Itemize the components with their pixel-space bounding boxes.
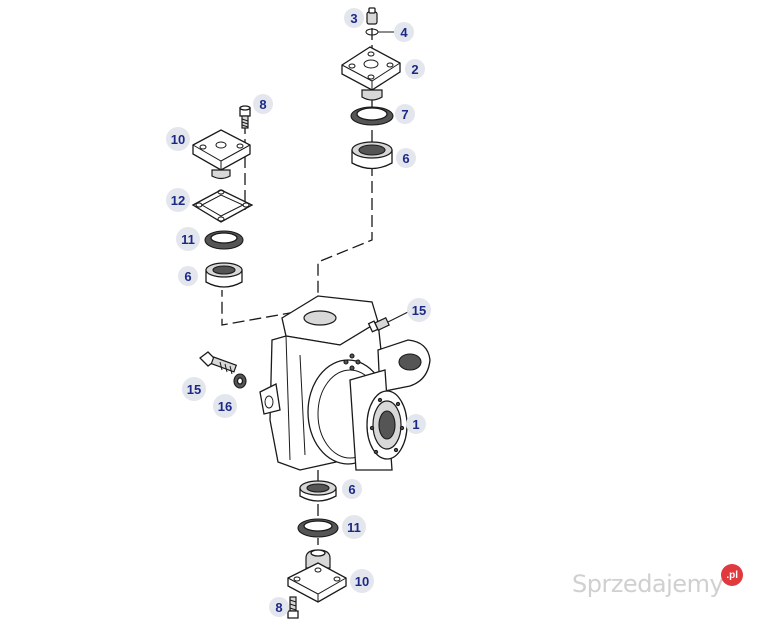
callout-6-top: 6 <box>396 148 416 168</box>
callout-7: 7 <box>395 104 415 124</box>
part-6-bearing-top <box>351 141 393 170</box>
part-10-cover-upper <box>192 129 251 180</box>
callout-8-upper: 8 <box>253 94 273 114</box>
part-10-cover-bottom <box>287 549 347 603</box>
svg-text:12: 12 <box>171 193 185 208</box>
callout-10-bottom: 10 <box>350 569 374 593</box>
part-8-bolt-bottom <box>287 596 299 619</box>
callout-15-left: 15 <box>182 377 206 401</box>
callout-leader-lines <box>378 31 409 323</box>
callout-11-upper: 11 <box>176 227 200 251</box>
svg-text:11: 11 <box>181 232 195 247</box>
callout-4: 4 <box>394 22 414 42</box>
part-11-seal-upper <box>204 230 244 250</box>
part-1-steering-knuckle <box>259 295 431 471</box>
watermark-badge: .pl <box>721 564 744 586</box>
part-16-washer <box>233 373 247 389</box>
callout-10-upper: 10 <box>166 127 190 151</box>
callout-8-bottom: 8 <box>269 597 289 617</box>
svg-text:4: 4 <box>400 25 408 40</box>
callout-2: 2 <box>405 59 425 79</box>
svg-text:11: 11 <box>347 520 361 535</box>
svg-text:8: 8 <box>259 97 266 112</box>
part-12-gasket <box>191 189 254 223</box>
watermark-logo: Sprzedajemy .pl <box>572 564 744 598</box>
svg-text:3: 3 <box>350 11 357 26</box>
part-11-seal-bottom <box>297 518 339 538</box>
svg-text:10: 10 <box>355 574 369 589</box>
svg-text:15: 15 <box>187 382 201 397</box>
part-7-seal <box>350 106 394 126</box>
part-3-grease-nipple <box>366 7 378 25</box>
part-15-bolt-left <box>199 351 238 375</box>
part-6-bearing-left <box>205 262 243 288</box>
callout-labels: 3 4 2 7 6 8 10 12 <box>166 8 431 617</box>
part-2-top-cover <box>341 46 401 101</box>
watermark-text: Sprzedajemy <box>572 570 724 598</box>
svg-text:6: 6 <box>402 151 409 166</box>
callout-15-right: 15 <box>407 298 431 322</box>
svg-text:15: 15 <box>412 303 426 318</box>
svg-text:8: 8 <box>275 600 282 615</box>
svg-text:16: 16 <box>218 399 232 414</box>
svg-text:1: 1 <box>412 417 419 432</box>
svg-text:10: 10 <box>171 132 185 147</box>
svg-text:2: 2 <box>411 62 418 77</box>
callout-1: 1 <box>406 414 426 434</box>
part-8-bolt-upper <box>239 105 251 129</box>
callout-3: 3 <box>344 8 364 28</box>
callout-6-left: 6 <box>178 266 198 286</box>
part-15-bolt-right <box>367 317 390 333</box>
svg-text:6: 6 <box>184 269 191 284</box>
svg-text:7: 7 <box>401 107 408 122</box>
callout-12: 12 <box>166 188 190 212</box>
callout-16: 16 <box>213 394 237 418</box>
svg-text:6: 6 <box>348 482 355 497</box>
callout-6-bottom: 6 <box>342 479 362 499</box>
callout-11-bottom: 11 <box>342 515 366 539</box>
part-6-bearing-bottom <box>299 480 337 502</box>
